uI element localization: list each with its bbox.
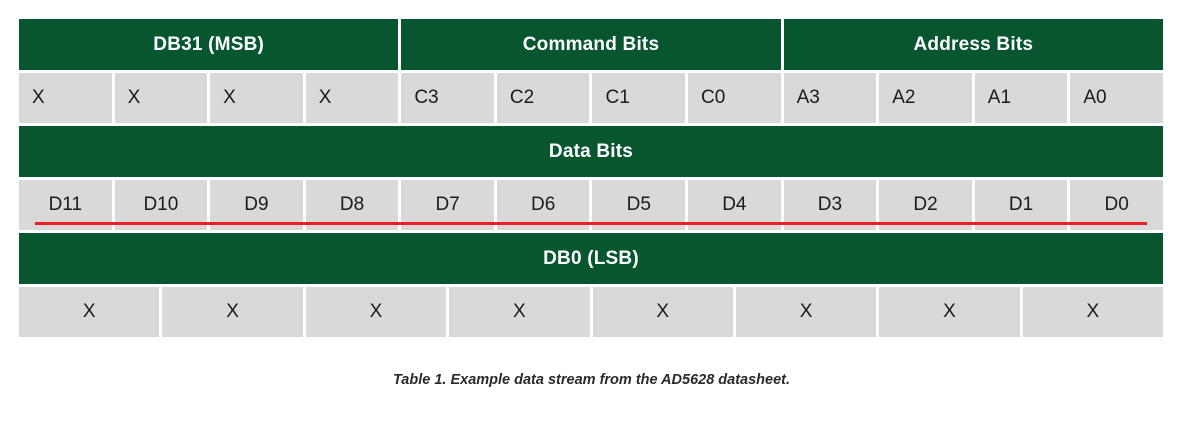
lsb-header-row: DB0 (LSB) — [19, 233, 1163, 284]
bit-cell: C3 — [401, 73, 494, 123]
bit-cell: D8 — [305, 180, 399, 230]
bit-cell: X — [114, 73, 208, 123]
group-header-address-bits: Address Bits — [783, 19, 1163, 70]
bit-cell: D3 — [783, 180, 877, 230]
bit-cell: X — [19, 287, 160, 337]
data-bits-row: D11 D10 D9 D8 D7 D6 D5 D4 D3 D2 D1 D0 — [19, 180, 1163, 230]
bit-cell: A0 — [1070, 73, 1163, 123]
bit-cell: X — [1022, 287, 1163, 337]
bit-cell: D5 — [592, 180, 686, 230]
bit-cell: D4 — [688, 180, 781, 230]
bit-cell: D11 — [19, 180, 112, 230]
bitfield-table: DB31 (MSB) Command Bits Address Bits X X… — [19, 19, 1163, 337]
bit-cell: A3 — [783, 73, 877, 123]
bit-cell: D10 — [114, 180, 208, 230]
group-header-command-bits: Command Bits — [401, 19, 781, 70]
bit-cell: X — [210, 73, 303, 123]
bit-cell: X — [879, 287, 1020, 337]
group-header-db0: DB0 (LSB) — [19, 233, 1163, 284]
bit-cell: X — [305, 287, 447, 337]
bit-cell: X — [19, 73, 112, 123]
lsb-bits-row: X X X X X X X X — [19, 287, 1163, 337]
bit-cell: A1 — [974, 73, 1068, 123]
bit-cell: X — [592, 287, 733, 337]
bit-cell: X — [162, 287, 303, 337]
bit-cell: D2 — [879, 180, 972, 230]
data-bits-header-row: Data Bits — [19, 126, 1163, 177]
bit-cell: C2 — [496, 73, 590, 123]
bit-cell: C0 — [688, 73, 781, 123]
table-caption: Table 1. Example data stream from the AD… — [392, 372, 791, 388]
bit-cell: D0 — [1070, 180, 1163, 230]
bit-cell: C1 — [592, 73, 686, 123]
bit-cell: D1 — [974, 180, 1068, 230]
bits-row-upper: X X X X C3 C2 C1 C0 A3 A2 A1 A0 — [19, 73, 1163, 123]
bit-cell: A2 — [879, 73, 972, 123]
bit-cell: D7 — [401, 180, 494, 230]
group-header-db31: DB31 (MSB) — [19, 19, 399, 70]
group-header-data-bits: Data Bits — [19, 126, 1163, 177]
bit-cell: X — [735, 287, 877, 337]
bit-cell: X — [305, 73, 399, 123]
bit-cell: X — [449, 287, 590, 337]
bit-cell: D9 — [210, 180, 303, 230]
bit-cell: D6 — [496, 180, 590, 230]
group-header-row: DB31 (MSB) Command Bits Address Bits — [19, 19, 1163, 70]
